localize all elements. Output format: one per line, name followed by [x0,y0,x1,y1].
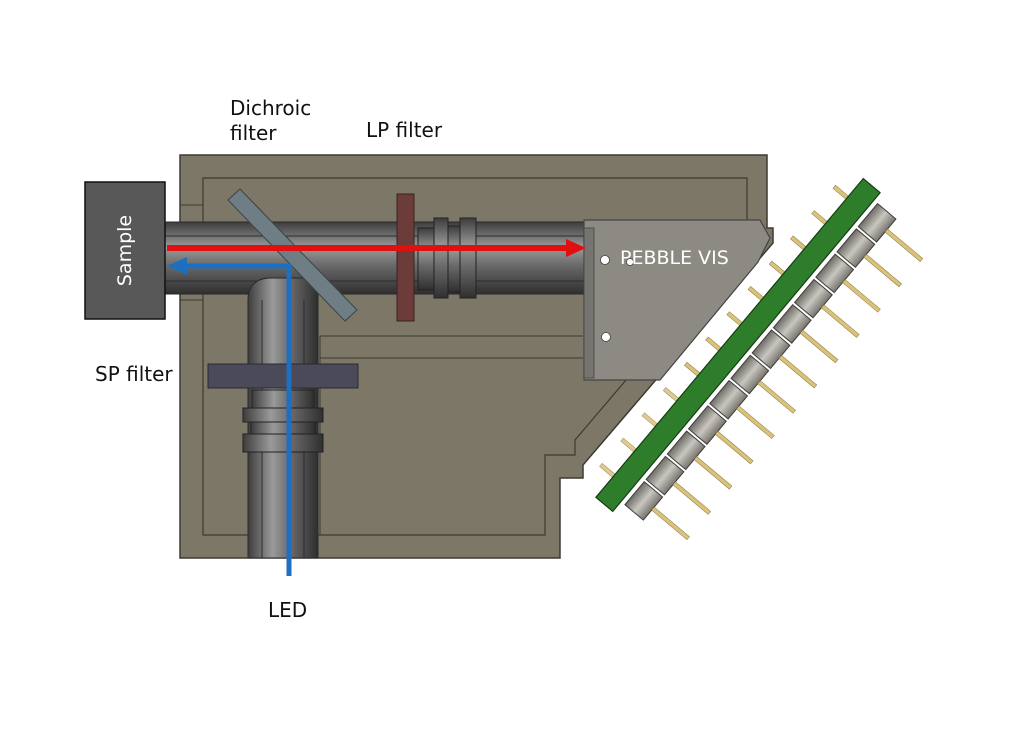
pin-socket-strip [624,202,924,541]
sample-box [84,181,166,320]
horizontal-tube [164,217,586,299]
lp-filter-label: LP filter [366,118,443,142]
led-label: LED [268,598,308,622]
pebble-vis-label: PEBBLE VIS [620,247,729,269]
connector-pin [651,506,690,541]
connector-pin [778,355,818,389]
front-pin-header [599,184,850,479]
sp-filter-label: SP filter [95,362,173,386]
connector-pin [799,329,839,364]
connector-pin [672,481,712,515]
dichroic-filter-label: Dichroic filter [230,96,311,146]
connector-pin [714,430,754,465]
connector-pin [863,253,902,288]
sample-label: Sample [114,214,136,287]
connector-pin [884,228,924,262]
excitation-beam [167,257,292,576]
connector-pin [693,456,733,490]
connector-pin [757,380,796,414]
connector-pin [736,405,775,439]
emission-beam [167,239,586,257]
vertical-tube [242,277,324,559]
connector-assembly [595,177,924,541]
lens-coupler-vertical [242,389,324,453]
dichroic-filter [227,188,358,322]
lp-filter [396,193,415,322]
pebble-vis-body [583,219,771,381]
lens-coupler-horizontal [417,217,477,299]
connector-pin [820,304,860,338]
dichroic-filter-label-line1: Dichroic [230,96,312,120]
sp-filter [207,363,359,389]
connector-pin [842,279,881,313]
dichroic-filter-label-line2: filter [230,121,277,145]
pcb-board [595,177,881,513]
